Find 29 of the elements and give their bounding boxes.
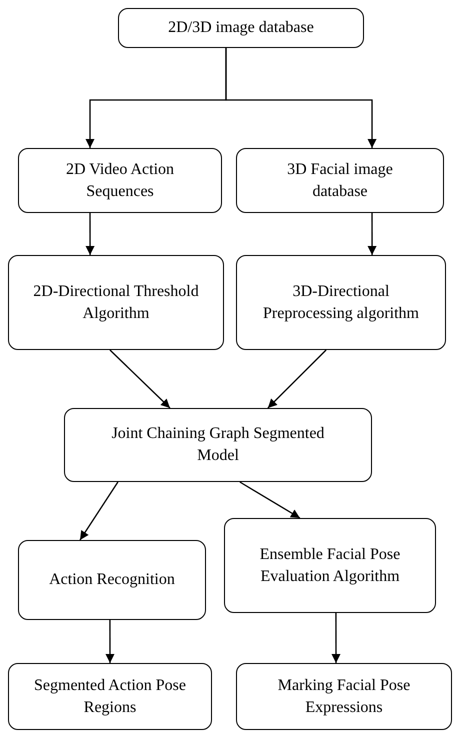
arrow <box>240 481 300 519</box>
arrow <box>105 620 114 663</box>
process-box <box>236 663 452 730</box>
process-box <box>64 408 372 482</box>
arrow <box>267 350 327 408</box>
arrow <box>86 213 95 255</box>
box-label: Segmented Action Pose Regions <box>33 676 187 718</box>
process-box <box>118 8 364 48</box>
process-box <box>236 255 446 350</box>
box-label: Ensemble Facial Pose Evaluation Algorithm <box>258 544 402 586</box>
arrow <box>225 48 377 148</box>
box-label: 2D-Directional Threshold Algorithm <box>33 282 199 324</box>
arrow <box>332 613 340 663</box>
box-label: 2D/3D image database <box>168 18 314 38</box>
arrow <box>368 213 377 255</box>
arrow <box>110 350 170 408</box>
arrow <box>80 482 118 540</box>
box-label: Joint Chaining Graph Segmented Model <box>110 424 326 466</box>
box-label: Action Recognition <box>49 570 175 590</box>
box-label: 3D-Directional Preprocessing algorithm <box>262 282 420 324</box>
process-box <box>236 148 444 213</box>
process-box <box>224 518 436 613</box>
process-box <box>8 255 224 350</box>
process-box <box>8 663 212 730</box>
box-label: 3D Facial image database <box>286 160 394 202</box>
box-label: 2D Video Action Sequences <box>64 160 176 202</box>
process-box <box>18 540 206 620</box>
process-box <box>18 148 222 213</box>
box-label: Marking Facial Pose Expressions <box>276 676 412 718</box>
